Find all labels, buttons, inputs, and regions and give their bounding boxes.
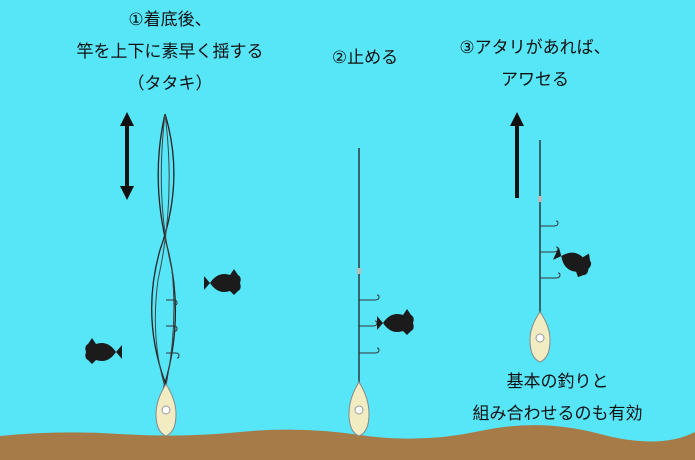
- lure-icon: [348, 381, 370, 437]
- step3-caption-line2: アワセる: [501, 70, 569, 90]
- step2-rig: [348, 148, 380, 437]
- hook-icon: [359, 294, 380, 354]
- note-caption: 基本の釣りと 組み合わせるのも有効: [420, 366, 695, 430]
- step3-rig: [510, 112, 561, 363]
- step1-caption-line1: ①着底後、: [128, 10, 212, 30]
- fish-icon: [204, 269, 241, 295]
- up-arrow-icon: [510, 112, 524, 198]
- fish-icon: [377, 309, 414, 335]
- step2-caption: ②止める: [300, 42, 430, 74]
- step3-caption-line1: ③アタリがあれば、: [459, 38, 611, 58]
- fish-icon: [85, 338, 122, 364]
- note-caption-line1: 基本の釣りと: [506, 372, 609, 392]
- step1-caption-line3: （タタキ）: [127, 74, 213, 94]
- hook-icon: [540, 220, 561, 279]
- step3-caption: ③アタリがあれば、 アワセる: [420, 32, 650, 96]
- lure-icon: [529, 311, 551, 363]
- step2-caption-line1: ②止める: [331, 48, 399, 68]
- fish-icon: [552, 247, 592, 278]
- lure-icon: [155, 383, 177, 437]
- seabed: [0, 425, 695, 460]
- up-down-arrow-icon: [120, 112, 134, 200]
- note-caption-line2: 組み合わせるのも有効: [472, 404, 643, 424]
- step1-rig: [120, 112, 180, 437]
- step1-caption: ①着底後、 竿を上下に素早く揺する （タタキ）: [20, 4, 320, 100]
- hook-icon: [166, 299, 180, 359]
- step1-caption-line2: 竿を上下に素早く揺する: [76, 42, 264, 62]
